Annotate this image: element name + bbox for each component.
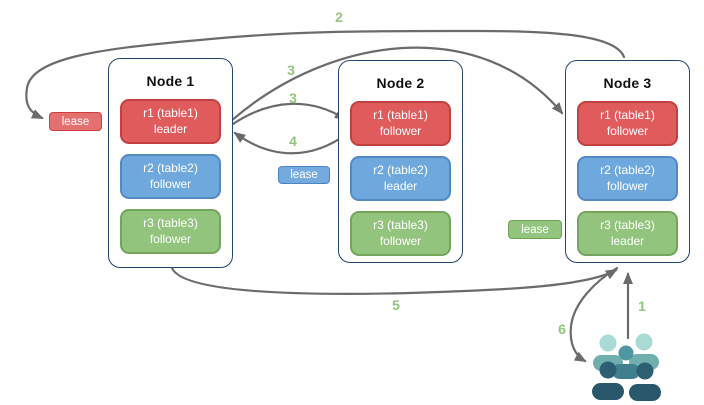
node3-replica-r2: r2 (table2) follower: [577, 156, 678, 201]
replica-label: r1 (table1): [600, 107, 655, 122]
replica-label: r2 (table2): [143, 160, 198, 175]
replica-label: r2 (table2): [373, 162, 428, 177]
replica-label: r3 (table3): [143, 215, 198, 230]
node-1-title: Node 1: [146, 73, 195, 89]
replica-label: r3 (table3): [600, 217, 655, 232]
arrow-step-3-leader-to-node3: [229, 46, 564, 123]
node1-replica-r2: r2 (table2) follower: [120, 154, 221, 199]
replica-label: r2 (table2): [600, 162, 655, 177]
replica-role: follower: [606, 178, 649, 193]
arrow-step-6-node3-to-users: [569, 266, 619, 363]
lease-badge-table2: lease: [278, 166, 330, 184]
step-label-3b: 3: [289, 90, 297, 106]
step-label-2: 2: [335, 9, 343, 25]
replica-role: follower: [606, 123, 649, 138]
node2-replica-r1: r1 (table1) follower: [350, 101, 451, 146]
step-label-4: 4: [289, 133, 297, 149]
step-label-5: 5: [392, 297, 400, 313]
step-label-3a: 3: [287, 62, 295, 78]
node-3: Node 3 r1 (table1) follower r2 (table2) …: [565, 60, 690, 263]
replica-role: leader: [383, 178, 418, 193]
step-label-6: 6: [558, 321, 566, 337]
node2-replica-r3: r3 (table3) follower: [350, 211, 451, 256]
arrow-step-4-node2-to-leader: [233, 131, 350, 155]
replica-label: r1 (table1): [373, 107, 428, 122]
replica-role: leader: [153, 121, 188, 136]
node-2-title: Node 2: [376, 75, 425, 91]
arrow-step-3-leader-to-node2: [231, 102, 347, 126]
node-3-title: Node 3: [603, 75, 652, 91]
replica-role: follower: [379, 123, 422, 138]
replica-label: r3 (table3): [373, 217, 428, 232]
replica-role: follower: [379, 233, 422, 248]
replica-label: r1 (table1): [143, 105, 198, 120]
arrow-step-2-node3-to-lease: [25, 29, 626, 120]
node1-replica-r3: r3 (table3) follower: [120, 209, 221, 254]
replica-role: follower: [149, 231, 192, 246]
arrow-step-5-node1-to-node3: [170, 266, 618, 295]
node2-replica-r2: r2 (table2) leader: [350, 156, 451, 201]
users-icon: [592, 333, 661, 401]
replica-role: leader: [610, 233, 645, 248]
node-2: Node 2 r1 (table1) follower r2 (table2) …: [338, 60, 463, 263]
step-label-1: 1: [638, 298, 646, 314]
node1-replica-r1: r1 (table1) leader: [120, 99, 221, 144]
node3-replica-r3: r3 (table3) leader: [577, 211, 678, 256]
replica-role: follower: [149, 176, 192, 191]
lease-badge-table3: lease: [508, 220, 562, 239]
lease-badge-table1: lease: [49, 112, 102, 131]
node3-replica-r1: r1 (table1) follower: [577, 101, 678, 146]
node-1: Node 1 r1 (table1) leader r2 (table2) fo…: [108, 58, 233, 268]
